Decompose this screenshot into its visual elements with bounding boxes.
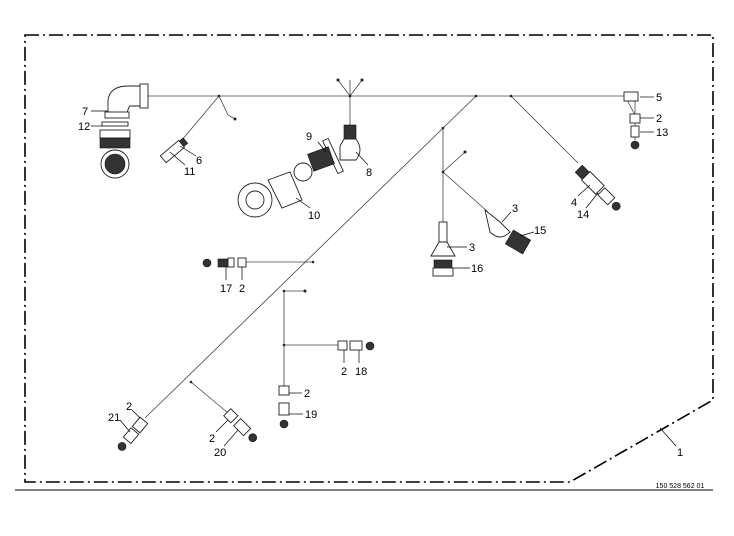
plug-12 <box>99 121 131 179</box>
callout-4: 4 <box>571 197 577 209</box>
callout-10: 10 <box>308 210 320 222</box>
callout-6: 6 <box>196 155 202 167</box>
callout-18: 18 <box>355 366 367 378</box>
callout-5: 5 <box>656 92 662 104</box>
callout-20: 20 <box>214 447 226 459</box>
connector-4-14 <box>574 164 621 211</box>
connector-2-20 <box>223 408 258 443</box>
connector-2-17 <box>202 257 247 268</box>
connector-6-11 <box>159 137 189 164</box>
callout-15: 15 <box>534 225 546 237</box>
callout-21: 21 <box>108 412 120 424</box>
assembly-boundary <box>24 34 714 483</box>
callout-2: 2 <box>126 401 132 413</box>
leader-lines <box>91 96 677 447</box>
callout-2: 2 <box>656 113 662 125</box>
callout-13: 13 <box>656 127 668 139</box>
callout-3: 3 <box>512 203 518 215</box>
connector-2-21 <box>117 416 149 451</box>
callout-17: 17 <box>220 283 232 295</box>
callout-19: 19 <box>305 409 317 421</box>
callout-9: 9 <box>306 131 312 143</box>
connector-2-19 <box>278 385 290 429</box>
callout-16: 16 <box>471 263 483 275</box>
connector-2-18 <box>337 340 375 351</box>
callout-2: 2 <box>341 366 347 378</box>
elbow-connector-7 <box>104 83 149 119</box>
callout-11: 11 <box>184 166 195 178</box>
housing-10 <box>237 171 303 218</box>
wire-harness <box>144 78 636 419</box>
connector-3-15 <box>484 208 532 255</box>
callout-labels: 7 12 6 11 9 8 10 5 2 13 4 14 3 15 3 16 1… <box>78 92 683 459</box>
callout-12: 12 <box>78 121 90 133</box>
callout-14: 14 <box>577 209 589 221</box>
connector-3-16 <box>430 221 456 277</box>
drawing-number: 150 528 562 01 <box>656 483 705 490</box>
callout-2: 2 <box>209 433 215 445</box>
insert-9 <box>293 146 335 182</box>
callout-3: 3 <box>469 242 475 254</box>
callout-2: 2 <box>239 283 245 295</box>
connector-5-2-13 <box>623 91 641 150</box>
callout-1: 1 <box>677 447 683 459</box>
callout-7: 7 <box>82 106 88 118</box>
callout-8: 8 <box>366 167 372 179</box>
callout-2: 2 <box>304 388 310 400</box>
